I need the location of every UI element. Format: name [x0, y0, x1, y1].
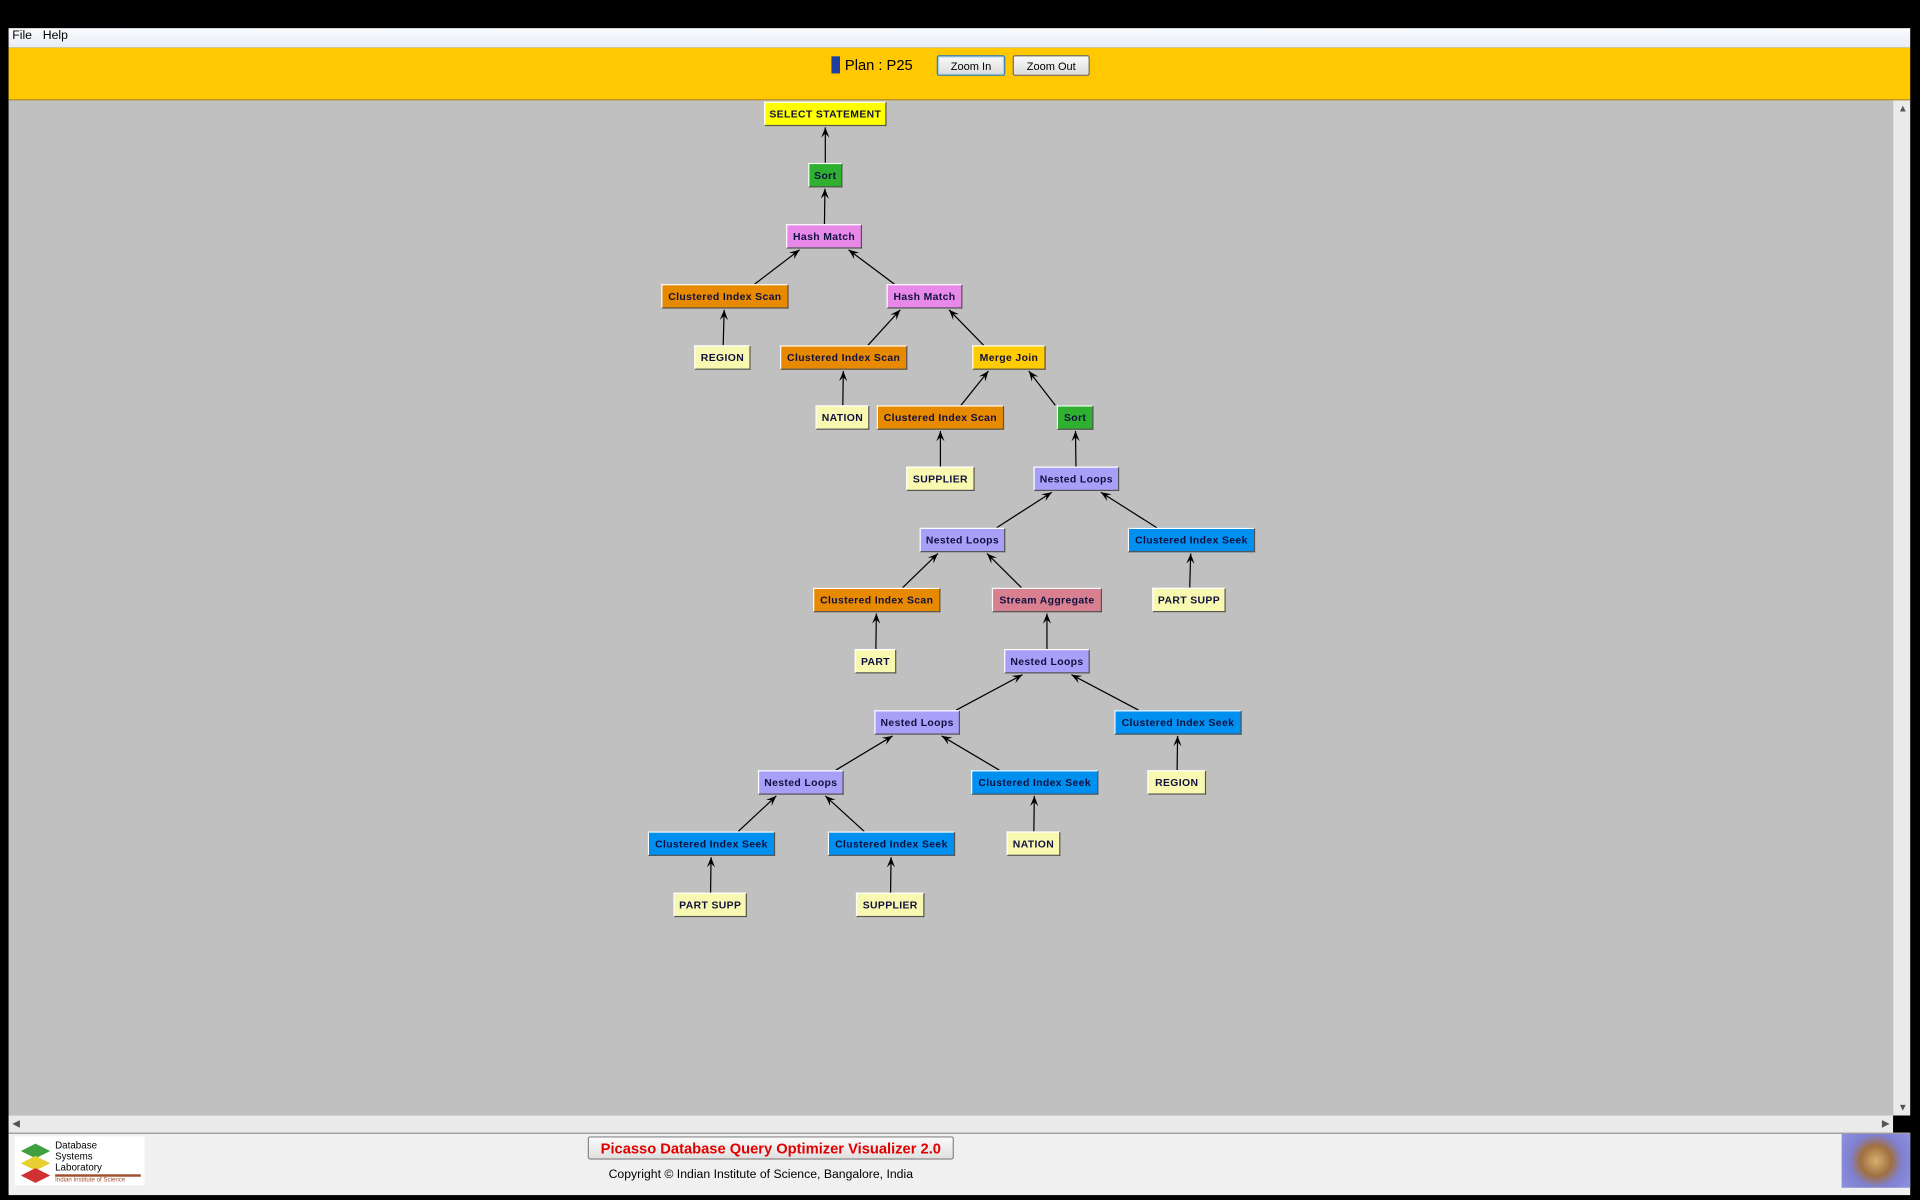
copyright-text: Copyright © Indian Institute of Science,… [608, 1168, 914, 1182]
plan-node-region[interactable]: REGION [1147, 770, 1207, 795]
menu-file[interactable]: File [12, 29, 32, 43]
plan-node-clustered-index-seek[interactable]: Clustered Index Seek [1127, 527, 1256, 553]
iisc-emblem-icon [1841, 1133, 1911, 1188]
plan-color-swatch [831, 56, 841, 74]
plan-node-nation[interactable]: NATION [815, 405, 870, 430]
plan-node-merge-join[interactable]: Merge Join [972, 345, 1046, 370]
zoom-out-button[interactable]: Zoom Out [1012, 55, 1090, 76]
scroll-right-icon[interactable]: ▶ [1881, 1117, 1890, 1129]
plan-node-select-statement[interactable]: SELECT STATEMENT [764, 101, 887, 127]
plan-label: Plan : P25 [844, 56, 913, 74]
footer [8, 1132, 1911, 1196]
scroll-left-icon[interactable]: ◀ [12, 1117, 20, 1129]
plan-node-region[interactable]: REGION [694, 345, 751, 370]
plan-node-nested-loops[interactable]: Nested Loops [874, 710, 961, 735]
plan-node-supplier[interactable]: SUPPLIER [855, 892, 925, 918]
plan-node-sort[interactable]: Sort [808, 162, 843, 188]
plan-node-clustered-index-scan[interactable]: Clustered Index Scan [661, 284, 789, 309]
plan-node-clustered-index-seek[interactable]: Clustered Index Seek [1114, 710, 1242, 735]
menu-help[interactable]: Help [42, 29, 68, 43]
dsl-logo: Database Systems Laboratory Indian Insti… [14, 1136, 145, 1186]
plan-node-clustered-index-seek[interactable]: Clustered Index Seek [647, 831, 776, 856]
plan-node-stream-aggregate[interactable]: Stream Aggregate [991, 587, 1103, 613]
horizontal-scrollbar[interactable]: ◀▶ [8, 1115, 1894, 1133]
plan-node-nested-loops[interactable]: Nested Loops [1004, 648, 1090, 674]
app-title-button[interactable]: Picasso Database Query Optimizer Visuali… [587, 1136, 954, 1160]
zoom-in-button[interactable]: Zoom In [936, 55, 1006, 76]
plan-node-clustered-index-seek[interactable]: Clustered Index Seek [971, 770, 1099, 795]
plan-node-nested-loops[interactable]: Nested Loops [1033, 466, 1120, 492]
plan-node-part[interactable]: PART [854, 648, 897, 674]
scroll-up-icon[interactable]: ▲ [1897, 102, 1908, 114]
plan-node-nested-loops[interactable]: Nested Loops [757, 770, 844, 795]
plan-node-sort[interactable]: Sort [1056, 405, 1094, 430]
blocks-logo-icon [20, 1143, 51, 1183]
plan-node-part-supp[interactable]: PART SUPP [673, 892, 747, 918]
plan-node-hash-match[interactable]: Hash Match [886, 284, 963, 309]
plan-node-clustered-index-scan[interactable]: Clustered Index Scan [780, 345, 908, 370]
vertical-scrollbar[interactable]: ▲▼ [1893, 100, 1911, 1116]
plan-node-clustered-index-scan[interactable]: Clustered Index Scan [813, 587, 941, 613]
plan-tree-canvas [8, 100, 1894, 1116]
plan-node-supplier[interactable]: SUPPLIER [906, 466, 975, 492]
plan-node-nation[interactable]: NATION [1006, 831, 1061, 856]
plan-node-nested-loops[interactable]: Nested Loops [919, 527, 1006, 553]
plan-node-clustered-index-scan[interactable]: Clustered Index Scan [876, 405, 1005, 430]
menu-bar: File Help [8, 28, 1911, 48]
plan-node-part-supp[interactable]: PART SUPP [1152, 587, 1226, 613]
plan-node-hash-match[interactable]: Hash Match [786, 224, 863, 249]
plan-node-clustered-index-seek[interactable]: Clustered Index Seek [827, 831, 956, 856]
scroll-down-icon[interactable]: ▼ [1897, 1102, 1908, 1114]
